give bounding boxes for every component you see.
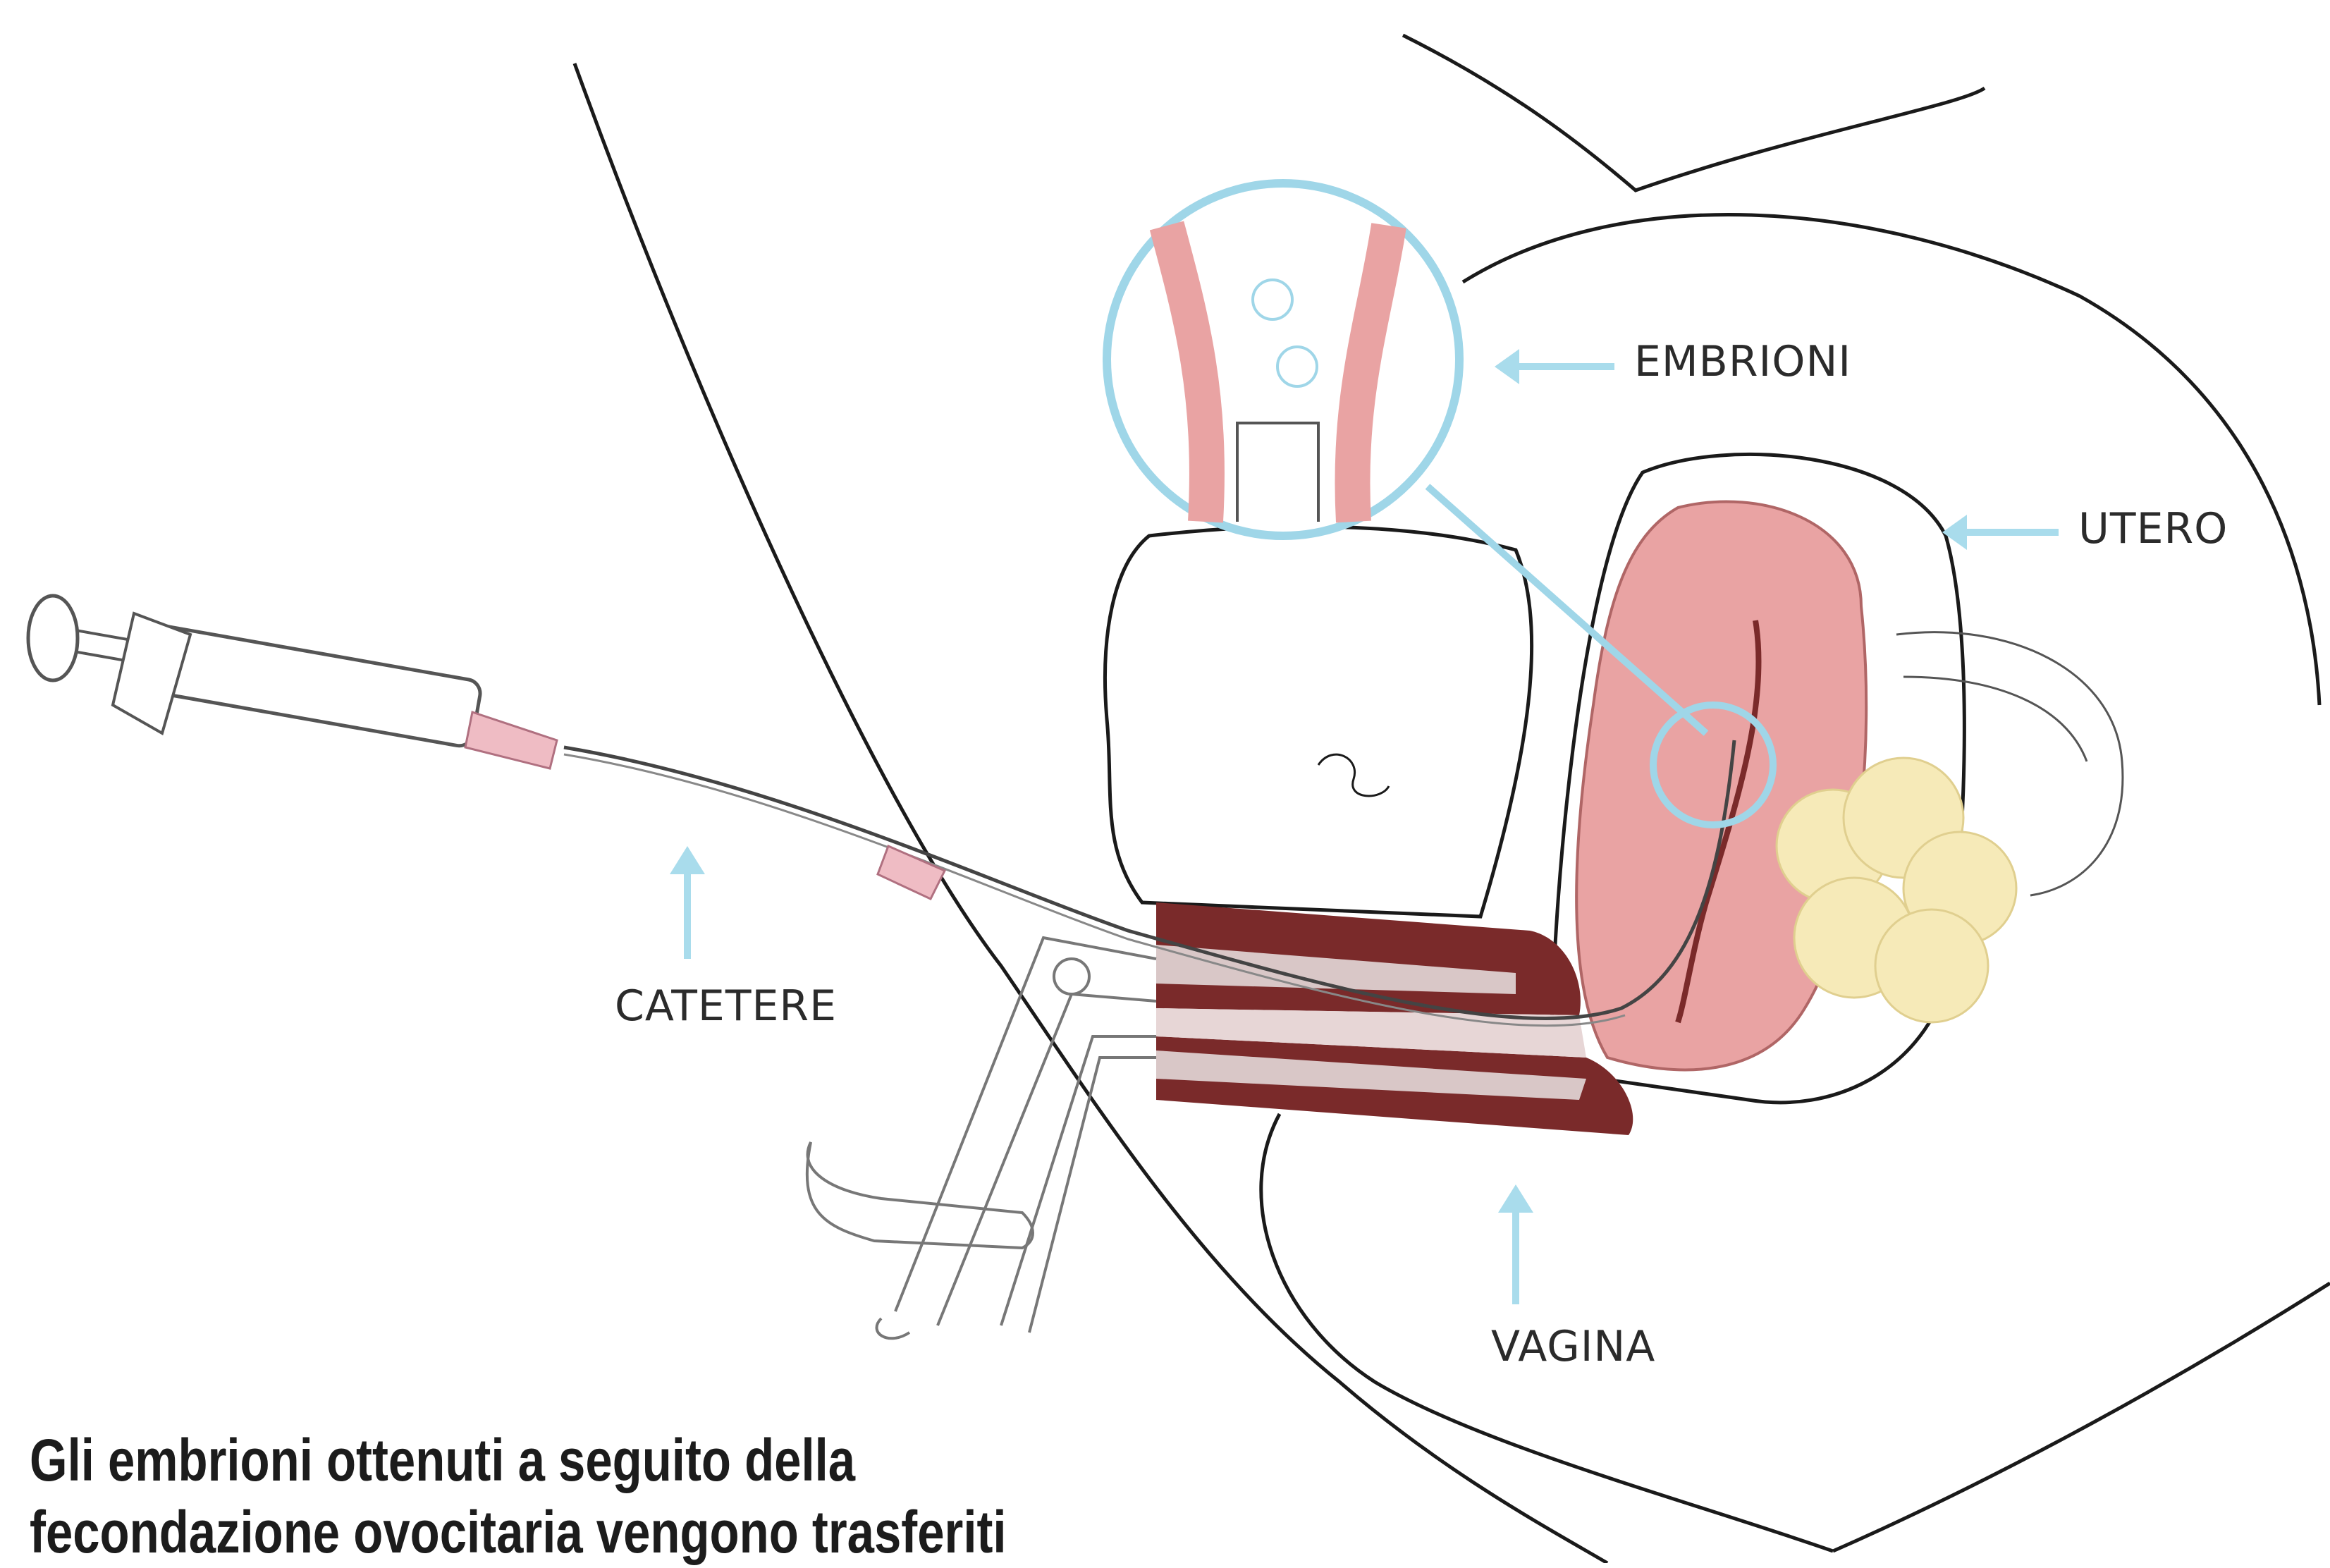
abdomen-contour: [1403, 35, 1985, 190]
utero-arrow: [1942, 515, 2059, 550]
caption: Gli embrioni ottenuti a seguito della fe…: [30, 1424, 1186, 1568]
squiggle-left: [1318, 754, 1389, 796]
catheter-hub: [465, 712, 557, 768]
catetere-arrow: [670, 846, 705, 959]
catheter-connector: [878, 846, 945, 899]
speculum: [807, 938, 1156, 1338]
label-catetere: CATETERE: [615, 981, 837, 1031]
label-embrioni: EMBRIONI: [1634, 337, 1851, 386]
embrioni-arrow: [1495, 349, 1614, 384]
buttock-contour: [1833, 1283, 2330, 1551]
back-contour: [575, 63, 1607, 1563]
vagina-arrow: [1498, 1184, 1533, 1304]
bladder-outline: [1105, 527, 1532, 917]
body-contours: [575, 35, 2330, 1563]
caption-line-2: fecondazione ovocitaria vengono trasferi…: [30, 1496, 1186, 1568]
label-vagina: VAGINA: [1491, 1322, 1655, 1371]
caption-line-1: Gli embrioni ottenuti a seguito della: [30, 1424, 1186, 1496]
label-utero: UTERO: [2078, 504, 2228, 553]
